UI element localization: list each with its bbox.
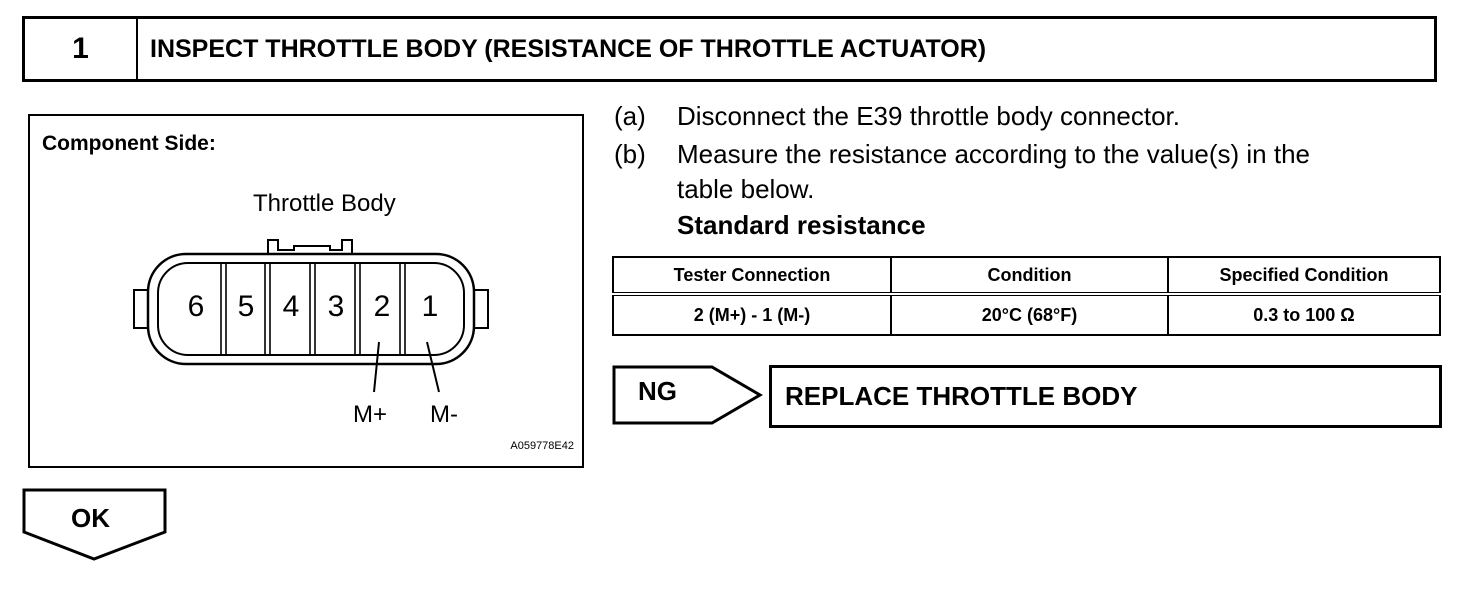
- table-header-row: Tester Connection Condition Specified Co…: [612, 256, 1441, 296]
- latch: [267, 239, 353, 256]
- column-header: Tester Connection: [612, 256, 892, 296]
- step-text-continued: table below.: [677, 174, 815, 204]
- column-header: Specified Condition: [1167, 256, 1441, 296]
- leader-m-plus: [373, 341, 380, 393]
- pin-dividers: [220, 263, 406, 355]
- connector-inner: [157, 262, 465, 356]
- connector-diagram: 6 5 4 3 2 1 Throttle Body M+ M-: [133, 190, 489, 428]
- step-text: Measure the resistance according to the …: [677, 139, 1311, 169]
- pin-label: 3: [328, 290, 345, 323]
- connector-outer: [146, 252, 476, 366]
- ng-label: NG: [638, 376, 677, 406]
- resistance-table: Tester Connection Condition Specified Co…: [612, 256, 1441, 336]
- pin-label: 1: [422, 290, 439, 323]
- step-text: Disconnect the E39 throttle body connect…: [677, 101, 1180, 131]
- ok-arrow-icon: [22, 488, 167, 561]
- ng-arrow-icon: [612, 365, 763, 425]
- step-title: INSPECT THROTTLE BODY (RESISTANCE OF THR…: [150, 34, 987, 63]
- ng-action-box: REPLACE THROTTLE BODY: [769, 365, 1442, 428]
- step-label: (a): [614, 101, 646, 131]
- table-cell: 20°C (68°F): [890, 293, 1169, 336]
- leader-m-minus: [426, 341, 440, 393]
- terminal-m-plus: M+: [353, 401, 387, 428]
- figure-caption: Component Side:: [42, 132, 216, 155]
- column-header: Condition: [890, 256, 1169, 296]
- table-row: 2 (M+) - 1 (M-) 20°C (68°F) 0.3 to 100 Ω: [612, 293, 1441, 336]
- pin-label: 6: [188, 290, 205, 323]
- standard-heading: Standard resistance: [677, 210, 926, 240]
- pin-label: 4: [283, 290, 300, 323]
- connector-figure: 6 5 4 3 2 1 Throttle Body M+ M- Componen…: [28, 114, 584, 468]
- table-cell: 2 (M+) - 1 (M-): [612, 293, 892, 336]
- pin-label: 5: [238, 290, 255, 323]
- pin-label: 2: [374, 290, 391, 323]
- terminal-m-minus: M-: [430, 401, 458, 428]
- step-label: (b): [614, 139, 646, 169]
- part-label: Throttle Body: [253, 190, 396, 217]
- step-header: 1 INSPECT THROTTLE BODY (RESISTANCE OF T…: [22, 16, 1437, 82]
- step-number: 1: [25, 19, 138, 79]
- ok-label: OK: [71, 503, 110, 533]
- table-cell: 0.3 to 100 Ω: [1167, 293, 1441, 336]
- figure-code: A059778E42: [510, 440, 574, 452]
